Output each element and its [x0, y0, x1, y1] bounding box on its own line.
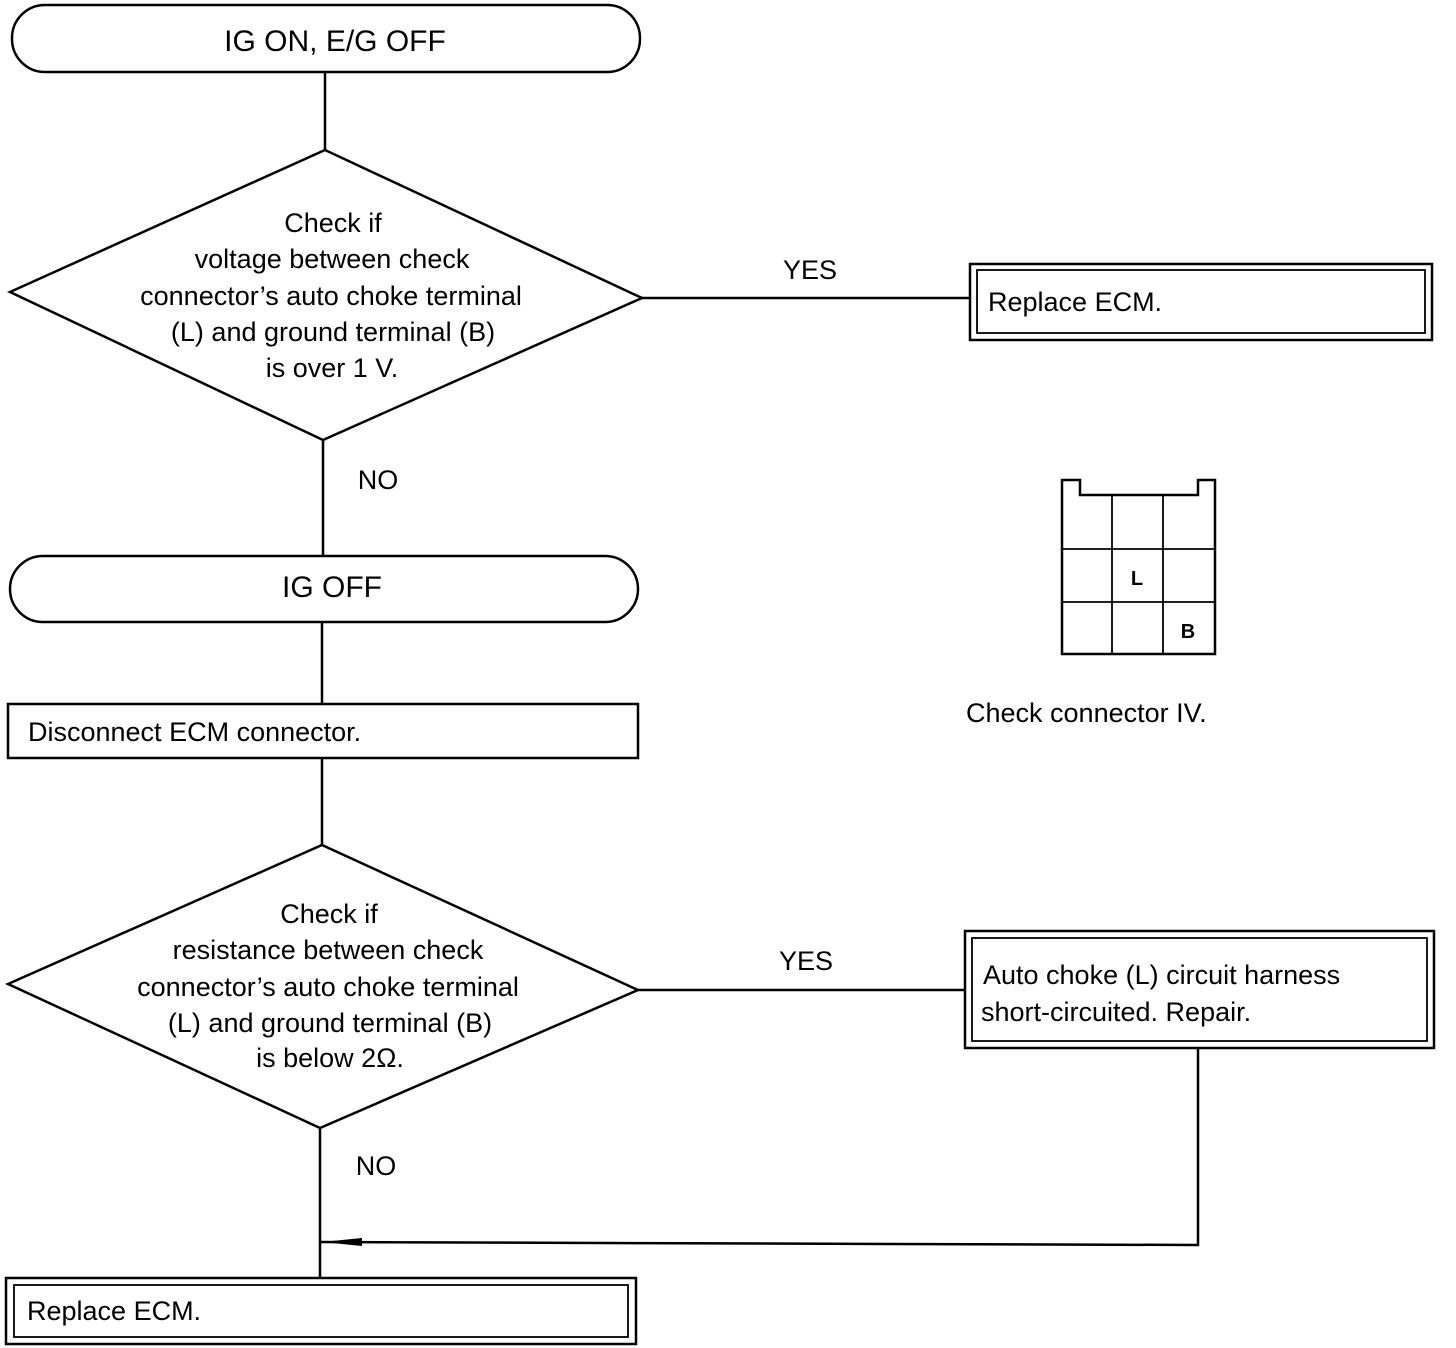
decision2-line-3: connector’s auto choke terminal	[137, 972, 519, 1002]
final-box-inner	[13, 1284, 629, 1338]
return-arrowhead	[322, 1238, 362, 1246]
start-label: IG ON, E/G OFF	[224, 25, 446, 58]
decision1-line-3: connector’s auto choke terminal	[140, 281, 522, 311]
final-label: Replace ECM.	[27, 1296, 201, 1326]
decision1-diamond	[7, 148, 646, 442]
decision1-line-5: is over 1 V.	[266, 353, 399, 383]
decision1-line-1: Check if	[284, 208, 382, 238]
ig-off-label: IG OFF	[282, 571, 382, 604]
decision2-line-5: is below 2Ω.	[256, 1043, 404, 1073]
connector-repair-return	[319, 1048, 1200, 1247]
result2-box-outer	[963, 929, 1436, 1050]
decision1-yes-label: YES	[783, 255, 837, 285]
result2-box-inner	[971, 937, 1428, 1042]
decision2-diamond	[4, 843, 642, 1130]
decision2-line-4: (L) and ground terminal (B)	[168, 1008, 492, 1038]
connector-terminal-l: L	[1131, 568, 1143, 590]
decision1-no-label: NO	[358, 465, 399, 495]
decision2-line-2: resistance between check	[173, 935, 484, 965]
decision1-line-4: (L) and ground terminal (B)	[171, 317, 495, 347]
disconnect-label: Disconnect ECM connector.	[28, 717, 361, 747]
start-terminal	[10, 3, 642, 74]
disconnect-box	[6, 702, 640, 760]
result1-label: Replace ECM.	[988, 287, 1162, 317]
ig-off-terminal	[8, 554, 640, 624]
connector-outline	[1060, 478, 1217, 656]
connector-terminal-b: B	[1181, 621, 1195, 643]
decision1-line-2: voltage between check	[195, 244, 470, 274]
final-box-outer	[4, 1276, 638, 1346]
result1-box-inner	[976, 269, 1426, 334]
decision2-line-1: Check if	[280, 899, 378, 929]
result2-line-1: Auto choke (L) circuit harness	[983, 960, 1340, 990]
check-connector-diagram: L B	[1060, 478, 1217, 656]
decision2-no-label: NO	[356, 1151, 397, 1181]
connector-caption: Check connector IV.	[966, 698, 1207, 728]
decision2-yes-label: YES	[779, 946, 833, 976]
result1-box-outer	[968, 262, 1434, 342]
result2-line-2: short-circuited. Repair.	[981, 997, 1251, 1027]
